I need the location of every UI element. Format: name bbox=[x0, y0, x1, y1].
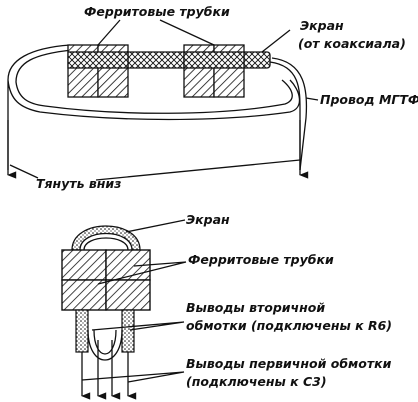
label-secondary-1: Выводы вторичной bbox=[186, 300, 325, 315]
leader-screen-top bbox=[261, 29, 291, 53]
label-screen-top-1: Экран bbox=[300, 18, 344, 33]
mgtf-wire-inner bbox=[15, 49, 293, 114]
leader-screen-bottom bbox=[125, 219, 186, 233]
ferrite-tubes-left bbox=[67, 44, 129, 98]
leader-secondary bbox=[91, 321, 185, 331]
label-primary-2: (подключены к С3) bbox=[186, 374, 327, 389]
leader-ferrite-bottom bbox=[97, 261, 187, 285]
label-secondary-2: обмотки (подключены к R6) bbox=[186, 318, 392, 333]
label-ferrite-tubes-top: Ферритовые трубки bbox=[84, 4, 230, 19]
lower-loop-outer bbox=[87, 329, 123, 361]
leader-wire-top bbox=[305, 97, 319, 101]
label-pull-down: Тянуть вниз bbox=[36, 176, 121, 191]
mgtf-wire-right-inner bbox=[271, 57, 308, 171]
mgtf-wire-loop bbox=[7, 44, 301, 170]
leader-primary bbox=[81, 371, 185, 383]
lead-tube-right bbox=[121, 309, 135, 353]
label-wire-top: Провод МГТФ bbox=[320, 92, 418, 107]
label-screen-top-2: (от коаксиала) bbox=[298, 36, 406, 51]
leader-pull-top bbox=[9, 159, 301, 181]
leader-ferrite-top bbox=[97, 19, 215, 46]
label-screen-bottom: Экран bbox=[186, 212, 230, 227]
lead-tube-left bbox=[75, 309, 89, 353]
screen-arch-inner bbox=[83, 237, 129, 251]
ferrite-block bbox=[61, 249, 151, 311]
top-diagram: Ферритовые трубки Экран (от коаксиала) П… bbox=[7, 4, 418, 191]
lower-loop bbox=[93, 329, 117, 355]
label-primary-1: Выводы первичной обмотки bbox=[186, 356, 392, 371]
bottom-diagram: Экран Ферритовые трубки Выводы вторичной… bbox=[61, 212, 392, 400]
label-ferrite-tubes-bottom: Ферритовые трубки bbox=[188, 252, 334, 267]
mgtf-wire-right bbox=[269, 61, 301, 170]
ferrite-tubes-right bbox=[183, 44, 245, 98]
